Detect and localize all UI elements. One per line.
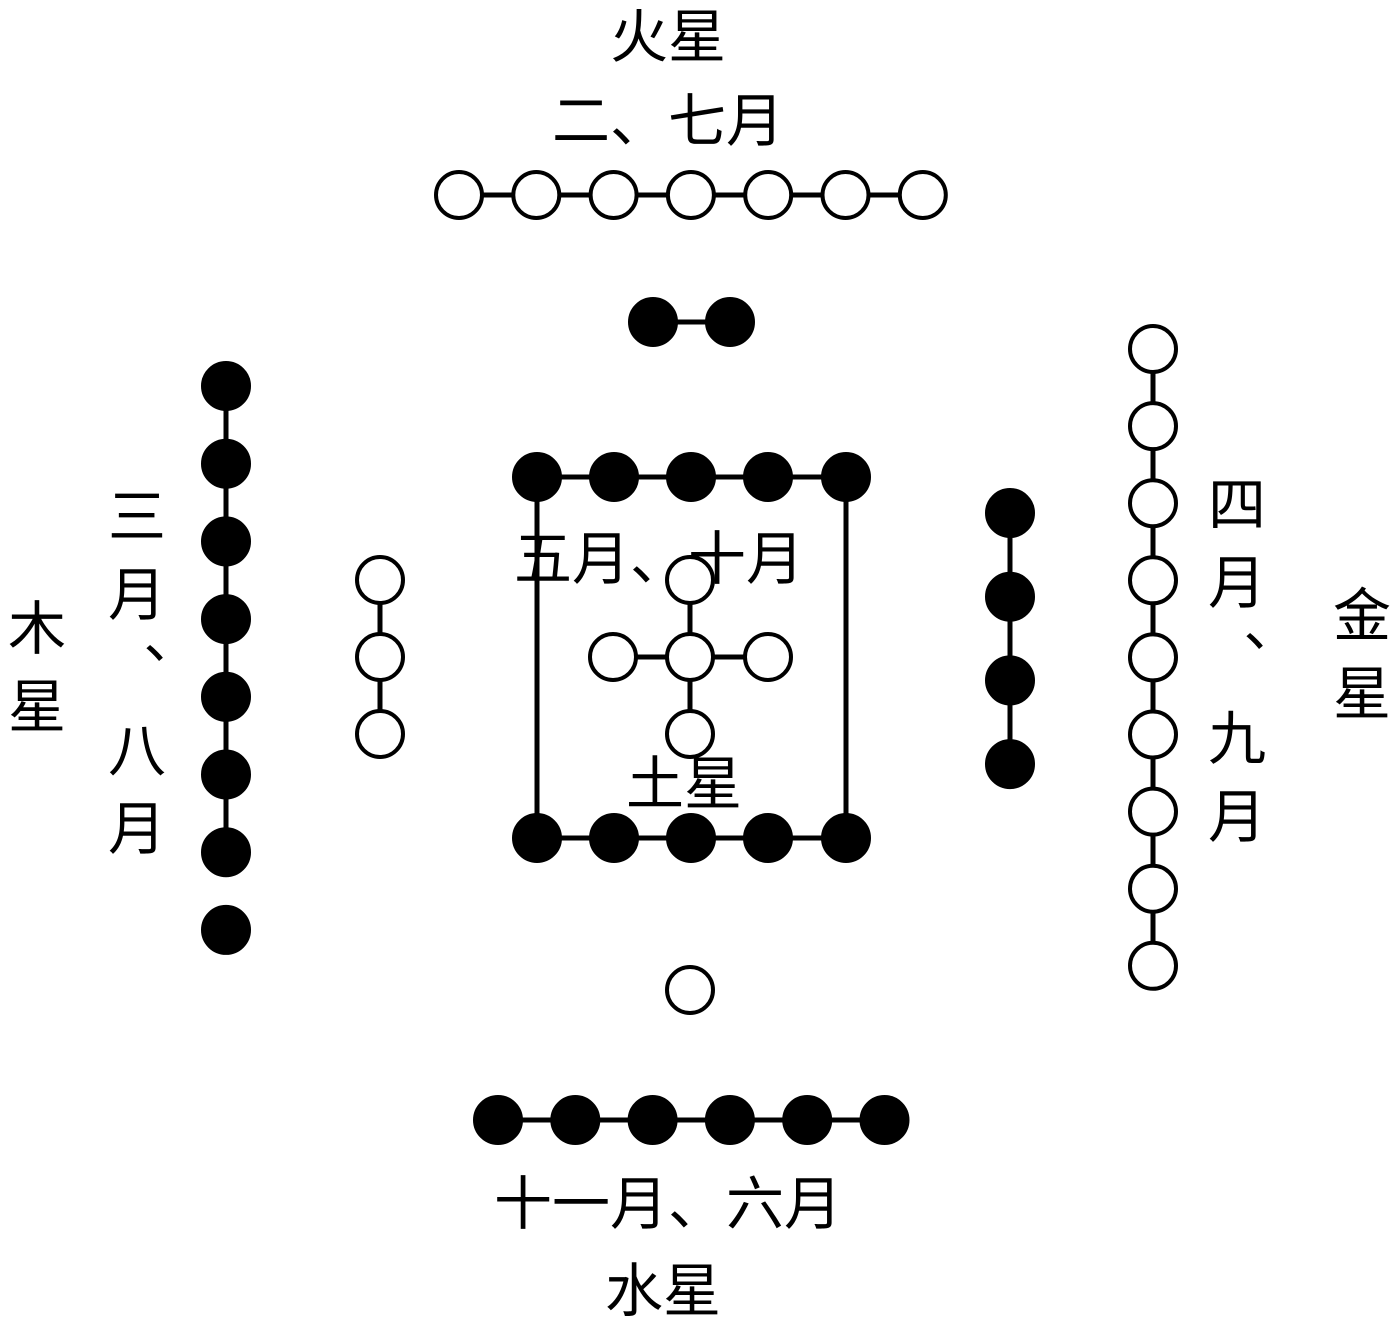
top-7-white-dot-6 <box>820 170 871 220</box>
center-10-black-dot-8 <box>666 813 716 863</box>
right-9-white-dot-9 <box>1128 940 1178 991</box>
metal-planet-label: 金星 <box>1323 585 1391 741</box>
bottom-6-black-dot-2 <box>550 1095 601 1145</box>
center-5-white-dot-2 <box>588 632 638 682</box>
right-4-black-dot-2 <box>985 571 1035 622</box>
fire-months-label: 二、七月 <box>552 87 785 155</box>
top-7-white-dot-7 <box>897 170 948 220</box>
left-3-white-dot-3 <box>355 709 405 759</box>
metal-months-label: 四月、九月 <box>1198 474 1266 864</box>
top-7-white-dot-3 <box>588 170 639 220</box>
center-10-black-dot-2 <box>589 452 639 502</box>
center-10-black-dot-7 <box>589 813 639 863</box>
left-8-black-dot-3 <box>201 516 251 567</box>
earth-months-label: 五月、十月 <box>514 525 805 593</box>
right-9-white-dot-2 <box>1128 401 1178 452</box>
earth-planet-label: 土星 <box>626 750 743 818</box>
right-9-white-dot-1 <box>1128 324 1178 374</box>
left-8-black-dot-5 <box>201 671 251 722</box>
left-8-black-dot-6 <box>201 749 251 800</box>
left-8-black-dot-7 <box>201 827 251 878</box>
top-7-white-dot-2 <box>511 170 562 220</box>
right-9-white-dot-7 <box>1128 786 1178 837</box>
right-9-white-dot-8 <box>1128 863 1178 914</box>
right-9-white-dot-5 <box>1128 632 1178 683</box>
top-7-white-dot-4 <box>665 170 716 220</box>
center-5-white-dot-1 <box>665 555 715 605</box>
wood-months-label: 三月、八月 <box>98 486 166 876</box>
center-5-white-dot-5 <box>665 709 715 759</box>
wood-planet-label: 木星 <box>0 598 66 754</box>
left-3-white-dot-2 <box>355 632 405 682</box>
center-10-black-dot-9 <box>743 813 793 863</box>
left-8-black-dot-1 <box>201 361 251 411</box>
center-5-white-dot-3 <box>665 632 715 682</box>
top-2-black-dot-2 <box>705 297 755 347</box>
right-4-black-dot-4 <box>985 739 1035 790</box>
left-8-black-dot-2 <box>201 438 251 489</box>
center-10-black-dot-5 <box>821 452 871 502</box>
right-9-white-dot-6 <box>1128 709 1178 760</box>
right-9-white-dot-4 <box>1128 555 1178 606</box>
top-7-white-dot-5 <box>743 170 794 220</box>
water-planet-label: 水星 <box>605 1257 722 1325</box>
center-10-black-dot-1 <box>512 452 562 502</box>
bottom-6-black-dot-3 <box>627 1095 678 1145</box>
bottom-6-black-dot-4 <box>704 1095 755 1145</box>
center-10-black-dot-4 <box>743 452 793 502</box>
center-10-black-dot-10 <box>821 813 871 863</box>
bottom-6-black-dot-1 <box>473 1095 523 1145</box>
right-9-white-dot-3 <box>1128 478 1178 529</box>
water-months-label: 十一月、六月 <box>494 1170 843 1238</box>
top-7-white-dot-1 <box>434 170 484 220</box>
right-4-black-dot-1 <box>985 488 1035 538</box>
left-8-black-dot-4 <box>201 594 251 645</box>
fire-planet-label: 火星 <box>610 3 727 71</box>
left-8-black-dot-8 <box>201 904 251 955</box>
top-2-black-dot-1 <box>628 297 678 347</box>
center-10-black-dot-3 <box>666 452 716 502</box>
bottom-6-black-dot-6 <box>859 1095 910 1145</box>
left-3-white-dot-1 <box>355 555 405 605</box>
center-5-white-dot-4 <box>743 632 793 682</box>
right-4-black-dot-3 <box>985 655 1035 706</box>
bottom-1-white-dot-1 <box>665 965 715 1015</box>
bottom-6-black-dot-5 <box>782 1095 833 1145</box>
center-10-black-dot-6 <box>512 813 562 863</box>
